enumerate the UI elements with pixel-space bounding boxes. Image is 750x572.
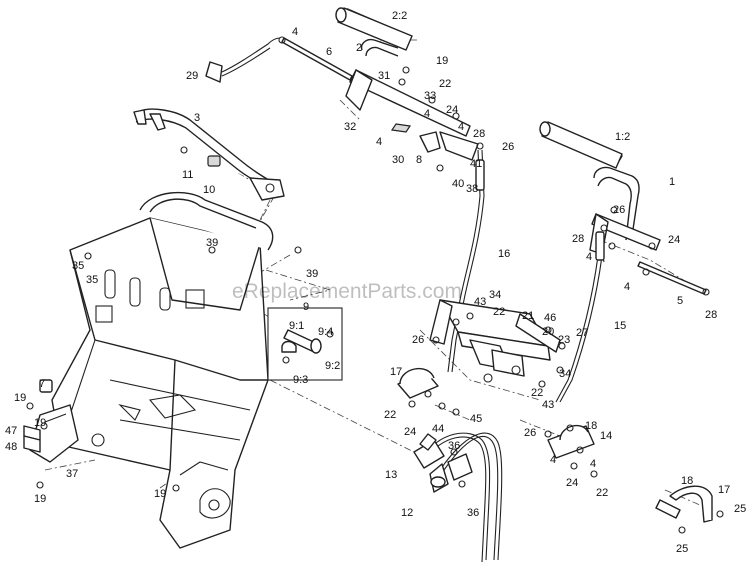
callout-number: 4 — [624, 281, 630, 293]
callout-number: 2 — [356, 42, 362, 54]
callout-number: 8 — [416, 154, 422, 166]
callout-number: 18 — [681, 475, 693, 487]
lower-link-brackets — [397, 367, 724, 534]
callout-number: 24 — [668, 234, 680, 246]
callout-number: 4 — [550, 454, 556, 466]
hydraulic-valve-linkage — [413, 433, 473, 493]
callout-number: 9:2 — [325, 360, 340, 372]
callout-number: 28 — [473, 128, 485, 140]
callout-number: 9:3 — [293, 374, 308, 386]
callout-number: 43 — [542, 399, 554, 411]
callout-number: 4 — [292, 26, 298, 38]
callout-number: 45 — [470, 413, 482, 425]
callout-number: 26 — [412, 334, 424, 346]
callout-number: 12 — [401, 507, 413, 519]
callout-number: 19 — [34, 493, 46, 505]
callout-number: 39 — [306, 268, 318, 280]
callout-number: 17 — [390, 366, 402, 378]
callout-number: 21 — [522, 310, 534, 322]
callout-number: 18 — [585, 420, 597, 432]
callout-number: 4 — [424, 108, 430, 120]
callout-number: 44 — [432, 423, 444, 435]
callout-number: 48 — [5, 441, 17, 453]
callout-number: 19 — [436, 55, 448, 67]
callout-number: 36 — [467, 507, 479, 519]
callout-number: 24 — [404, 426, 416, 438]
callout-number: 4 — [376, 136, 382, 148]
hardware-fasteners — [84, 224, 650, 492]
callout-number: 9 — [303, 301, 309, 313]
callout-number: 5 — [677, 295, 683, 307]
callout-number: 38 — [466, 183, 478, 195]
callout-number: 17 — [718, 484, 730, 496]
callout-number: 30 — [392, 154, 404, 166]
callout-number: 22 — [596, 487, 608, 499]
callout-number: 9:4 — [318, 326, 333, 338]
callout-number: 16 — [498, 248, 510, 260]
callout-number: 35 — [86, 274, 98, 286]
callout-number: 6 — [326, 46, 332, 58]
callout-number: 41 — [470, 158, 482, 170]
callout-number: 26 — [502, 141, 514, 153]
callout-number: 14 — [600, 430, 612, 442]
callout-number: 22 — [493, 306, 505, 318]
callout-number: 25 — [676, 543, 688, 555]
callout-number: 26 — [613, 204, 625, 216]
callout-number: 28 — [705, 309, 717, 321]
callout-number: 25 — [734, 503, 746, 515]
left-steering-lever — [133, 108, 285, 201]
callout-number: 33 — [424, 90, 436, 102]
callout-number: 4 — [590, 458, 596, 470]
callout-number: 10 — [203, 184, 215, 196]
callout-number: 19 — [14, 392, 26, 404]
center-pivot-bracket — [429, 299, 566, 383]
callout-number: 43 — [474, 296, 486, 308]
callout-number: 27 — [576, 327, 588, 339]
upper-control-arm-assembly — [205, 8, 484, 172]
callout-number: 7 — [39, 378, 45, 390]
callout-number: 36 — [448, 440, 460, 452]
watermark-text: eReplacementParts.com — [232, 280, 462, 303]
inset-part-9 — [267, 307, 343, 381]
callout-number: 35 — [72, 260, 84, 272]
callout-number: 1 — [669, 176, 675, 188]
main-frame — [51, 191, 274, 549]
callout-number: 19 — [34, 417, 46, 429]
callout-number: 22 — [531, 387, 543, 399]
callout-number: 22 — [384, 409, 396, 421]
callout-number: 4 — [586, 251, 592, 263]
callout-number: 4 — [458, 121, 464, 133]
left-bracket-assembly — [23, 379, 79, 489]
handle-grips — [335, 7, 623, 169]
callout-number: 37 — [66, 468, 78, 480]
callout-number: 22 — [439, 78, 451, 90]
callout-number: 3 — [194, 112, 200, 124]
callout-number: 26 — [524, 427, 536, 439]
callout-number: 1:2 — [615, 131, 630, 143]
callout-number: 11 — [182, 169, 193, 181]
callout-number: 46 — [544, 312, 556, 324]
callout-number: 34 — [489, 289, 501, 301]
callout-number: 23 — [558, 334, 570, 346]
callout-number: 34 — [559, 368, 571, 380]
callout-number: 9:1 — [289, 320, 304, 332]
callout-number: 2:2 — [392, 10, 407, 22]
callout-number: 40 — [452, 178, 464, 190]
callout-number: 39 — [206, 237, 218, 249]
callout-number: 24 — [566, 477, 578, 489]
callout-number: 20 — [542, 326, 554, 338]
callout-number: 32 — [344, 121, 356, 133]
callout-number: 15 — [614, 320, 626, 332]
callout-number: 19 — [154, 488, 166, 500]
callout-number: 29 — [186, 70, 198, 82]
callout-number: 31 — [378, 70, 390, 82]
callout-number: 24 — [446, 104, 458, 116]
control-cables — [419, 149, 605, 563]
callout-number: 13 — [385, 469, 397, 481]
callout-number: 47 — [5, 425, 17, 437]
callout-number: 28 — [572, 233, 584, 245]
